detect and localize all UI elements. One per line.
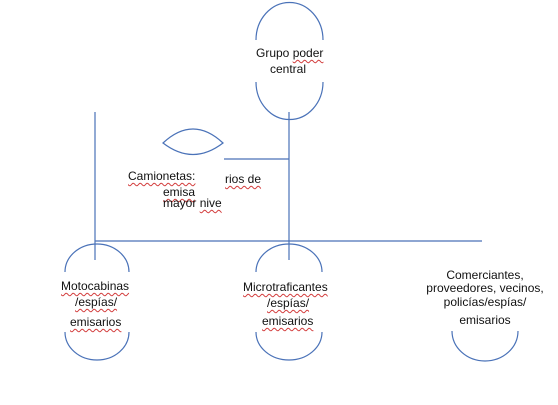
grupo-node-top-arc bbox=[255, 1, 324, 41]
camionetas-lens-shape bbox=[162, 128, 224, 155]
camionetas-label-emisa: emisa bbox=[163, 185, 196, 199]
grupo-node-label-line1: Grupo poder bbox=[256, 46, 323, 61]
comerciantes-label-line2: proveedores, vecinos, bbox=[426, 281, 544, 295]
microtraficantes-label-line2: /espías/ bbox=[267, 296, 310, 310]
camionetas-label-rios: rios de bbox=[225, 172, 262, 186]
grupo-node-label-line2: central bbox=[270, 62, 307, 76]
microtraficantes-node-bottom-arc bbox=[255, 331, 323, 361]
microtraficantes-label-line3: emisarios bbox=[262, 314, 314, 328]
grupo-node-word-grupo: Grupo bbox=[256, 46, 290, 60]
motocabinas-node-top-arc bbox=[64, 243, 130, 273]
comerciantes-node-bottom-arc bbox=[451, 330, 519, 362]
camionetas-label-line3: mayor nive bbox=[163, 196, 222, 211]
motocabinas-label-line2: /espías/ bbox=[75, 295, 118, 309]
comerciantes-label-line4: emisarios bbox=[459, 313, 511, 327]
camionetas-word-nive: nive bbox=[199, 196, 222, 210]
microtraficantes-node-top-arc bbox=[255, 243, 323, 273]
motocabinas-label-line1: Motocabinas bbox=[61, 279, 130, 293]
motocabinas-node-bottom-arc bbox=[64, 331, 130, 361]
grupo-node-word-poder: poder bbox=[292, 46, 324, 60]
microtraficantes-label-line1: Microtraficantes bbox=[243, 280, 328, 294]
camionetas-label-title: Camionetas: bbox=[128, 169, 196, 183]
comerciantes-label-line3: policías/espías/ bbox=[443, 295, 527, 309]
comerciantes-label-line1: Comerciantes, bbox=[446, 268, 524, 282]
camionetas-word-mayor: mayor bbox=[163, 196, 197, 210]
motocabinas-label-line3: emisarios bbox=[70, 315, 122, 329]
